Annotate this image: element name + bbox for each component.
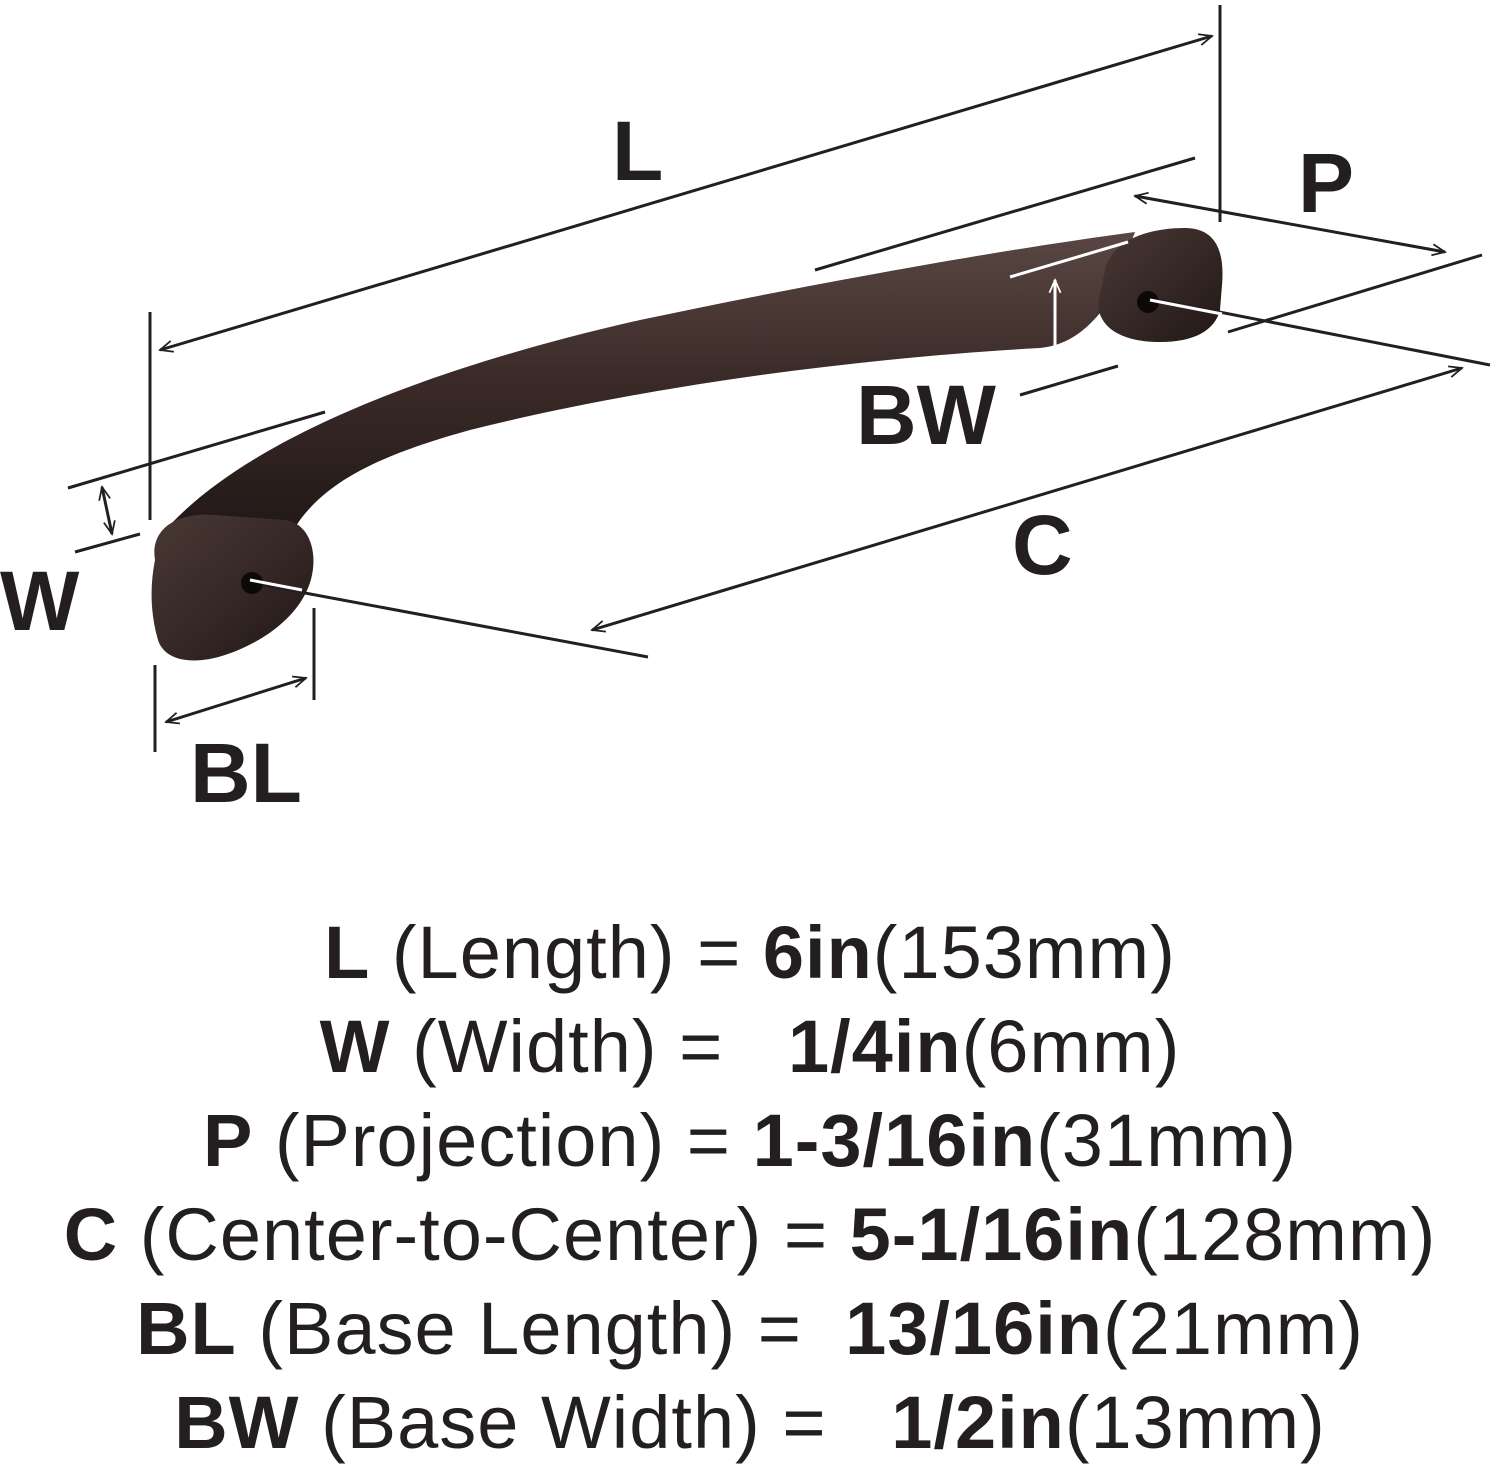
spec-center-to-center: C (Center-to-Center) = 5-1/16in(128mm) [0,1187,1500,1283]
spec-code: BW [174,1381,300,1464]
spec-metric: (6mm) [961,1005,1181,1088]
spec-label: (Projection) = [274,1099,731,1182]
left-base [151,514,314,661]
label-projection: P [1298,136,1354,230]
spec-metric: (21mm) [1103,1287,1364,1370]
spec-code: W [319,1005,391,1088]
label-length: L [612,104,663,198]
center-arrow [592,368,1462,630]
spec-value: 6in [762,911,873,994]
bar-top-reference [814,156,1196,272]
spec-width: W (Width) = 1/4in(6mm) [0,999,1500,1095]
spec-value: 1-3/16in [752,1099,1037,1182]
label-width: W [0,554,80,648]
label-center-to-center: C [1012,498,1073,592]
left-hole-reference [249,578,303,592]
spec-code: L [324,911,371,994]
spec-value: 5-1/16in [849,1193,1134,1276]
spec-value: 13/16in [845,1287,1104,1370]
spec-code: C [63,1193,119,1276]
spec-label: (Length) = [391,911,742,994]
spec-label: (Width) = [412,1005,724,1088]
spec-base-length: BL (Base Length) = 13/16in(21mm) [0,1281,1500,1377]
left-screw-hole [241,572,263,594]
width-lower-reference [74,532,141,554]
label-base-width: BW [856,368,997,462]
spec-length: L (Length) = 6in(153mm) [0,905,1500,1001]
spec-metric: (13mm) [1064,1381,1326,1464]
spec-projection: P (Projection) = 1-3/16in(31mm) [0,1093,1500,1189]
base-width-upper-reference [1009,240,1129,279]
spec-code: P [202,1099,254,1182]
width-arrow [102,487,112,534]
spec-label: (Center-to-Center) = [139,1193,829,1276]
base-length-arrow [166,678,306,722]
spec-metric: (128mm) [1133,1193,1437,1276]
spec-base-width: BW (Base Width) = 1/2in(13mm) [0,1375,1500,1471]
right-hole-reference [1149,298,1223,316]
spec-value: 1/2in [891,1381,1065,1464]
label-base-length: BL [190,726,302,820]
projection-reference [1227,253,1483,334]
projection-arrow [1135,196,1445,252]
spec-metric: (153mm) [872,911,1176,994]
spec-code: BL [136,1287,237,1370]
base-width-lower-reference [1019,364,1119,397]
spec-label: (Base Length) = [258,1287,802,1370]
white-reference-marks [249,240,1223,592]
length-arrow [160,36,1212,350]
dimension-letters: L P BW C W BL [0,104,1354,820]
dimension-lines [67,5,1491,752]
handle-dimension-diagram: L P BW C W BL [0,5,1491,820]
bar-left-reference [67,410,326,490]
spec-label: (Base Width) = [321,1381,827,1464]
center-left-extension [261,583,649,659]
spec-metric: (31mm) [1036,1099,1298,1182]
spec-value: 1/4in [787,1005,962,1088]
